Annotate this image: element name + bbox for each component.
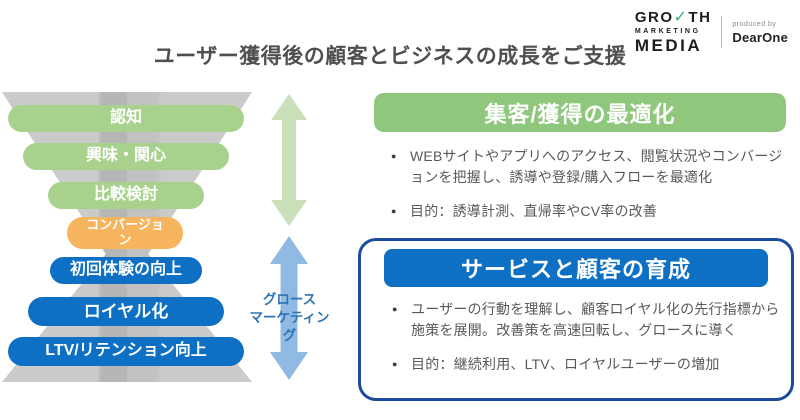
bullet-dot-icon: ● [391,206,397,216]
growth-marketing-axis-label: グロース マーケティン グ [249,292,330,344]
dearone-logo: produced by DearOne [732,21,788,44]
up-down-arrow-green-icon [271,94,307,226]
page-title: ユーザー獲得後の顧客とビジネスの成長をご支援 [153,45,627,68]
list-item: ● ユーザーの行動を理解し、顧客ロイヤル化の先行指標から施策を展開。改善策を高速… [385,299,785,341]
logo-media-line: MEDIA [634,36,703,55]
bullet-text: 目的：継続利用、LTV、ロイヤルユーザーの増加 [411,356,720,372]
funnel-stage-awareness: 認知 [8,105,244,132]
bullet-dot-icon: ● [391,151,397,161]
bullet-text: ユーザーの行動を理解し、顧客ロイヤル化の先行指標から施策を展開。改善策を高速回転… [411,301,780,338]
bullet-dot-icon: ● [392,304,398,314]
nurture-bullet-list: ● ユーザーの行動を理解し、顧客ロイヤル化の先行指標から施策を展開。改善策を高速… [385,299,785,375]
nurture-section-box: サービスと顧客の育成 ● ユーザーの行動を理解し、顧客ロイヤル化の先行指標から施… [358,238,794,401]
growth-marketing-media-logo: GRO✓TH MARKETING MEDIA [634,10,712,55]
funnel-stage-ltv-retention: LTV/リテンション向上 [8,337,244,366]
nurture-section-title: サービスと顧客の育成 [384,249,768,287]
funnel-stage-loyalty: ロイヤル化 [28,297,224,326]
funnel-stage-conversion: コンバージョン [67,217,183,249]
up-down-arrow-blue-icon [270,236,308,380]
funnel-stage-comparison: 比較検討 [48,182,204,209]
logo-marketing-line: MARKETING [634,28,701,35]
produced-by-label: produced by [732,20,777,28]
funnel-stage-interest: 興味・関心 [23,143,229,170]
check-icon: ✓ [673,9,689,26]
acquisition-section-title: 集客/獲得の最適化 [374,93,786,132]
logo-growth-post: TH [688,9,712,26]
dearone-brand: DearOne [732,29,788,45]
logo-divider [721,16,723,48]
funnel-stage-first-experience: 初回体験の向上 [50,257,202,284]
logo-growth-pre: GRO [634,9,674,26]
list-item: ● 目的：継続利用、LTV、ロイヤルユーザーの増加 [385,354,785,375]
logo: GRO✓TH MARKETING MEDIA produced by DearO… [634,10,788,55]
bullet-text: WEBサイトやアプリへのアクセス、閲覧状況やコンバージョンを把握し、誘導や登録/… [410,148,783,185]
bullet-dot-icon: ● [392,359,398,369]
list-item: ● 目的：誘導計測、直帰率やCV率の改善 [384,201,786,222]
list-item: ● WEBサイトやアプリへのアクセス、閲覧状況やコンバージョンを把握し、誘導や登… [384,146,786,188]
acquisition-bullet-list: ● WEBサイトやアプリへのアクセス、閲覧状況やコンバージョンを把握し、誘導や登… [384,146,786,222]
logo-growth-line: GRO✓TH [635,10,712,26]
bullet-text: 目的：誘導計測、直帰率やCV率の改善 [410,203,658,219]
